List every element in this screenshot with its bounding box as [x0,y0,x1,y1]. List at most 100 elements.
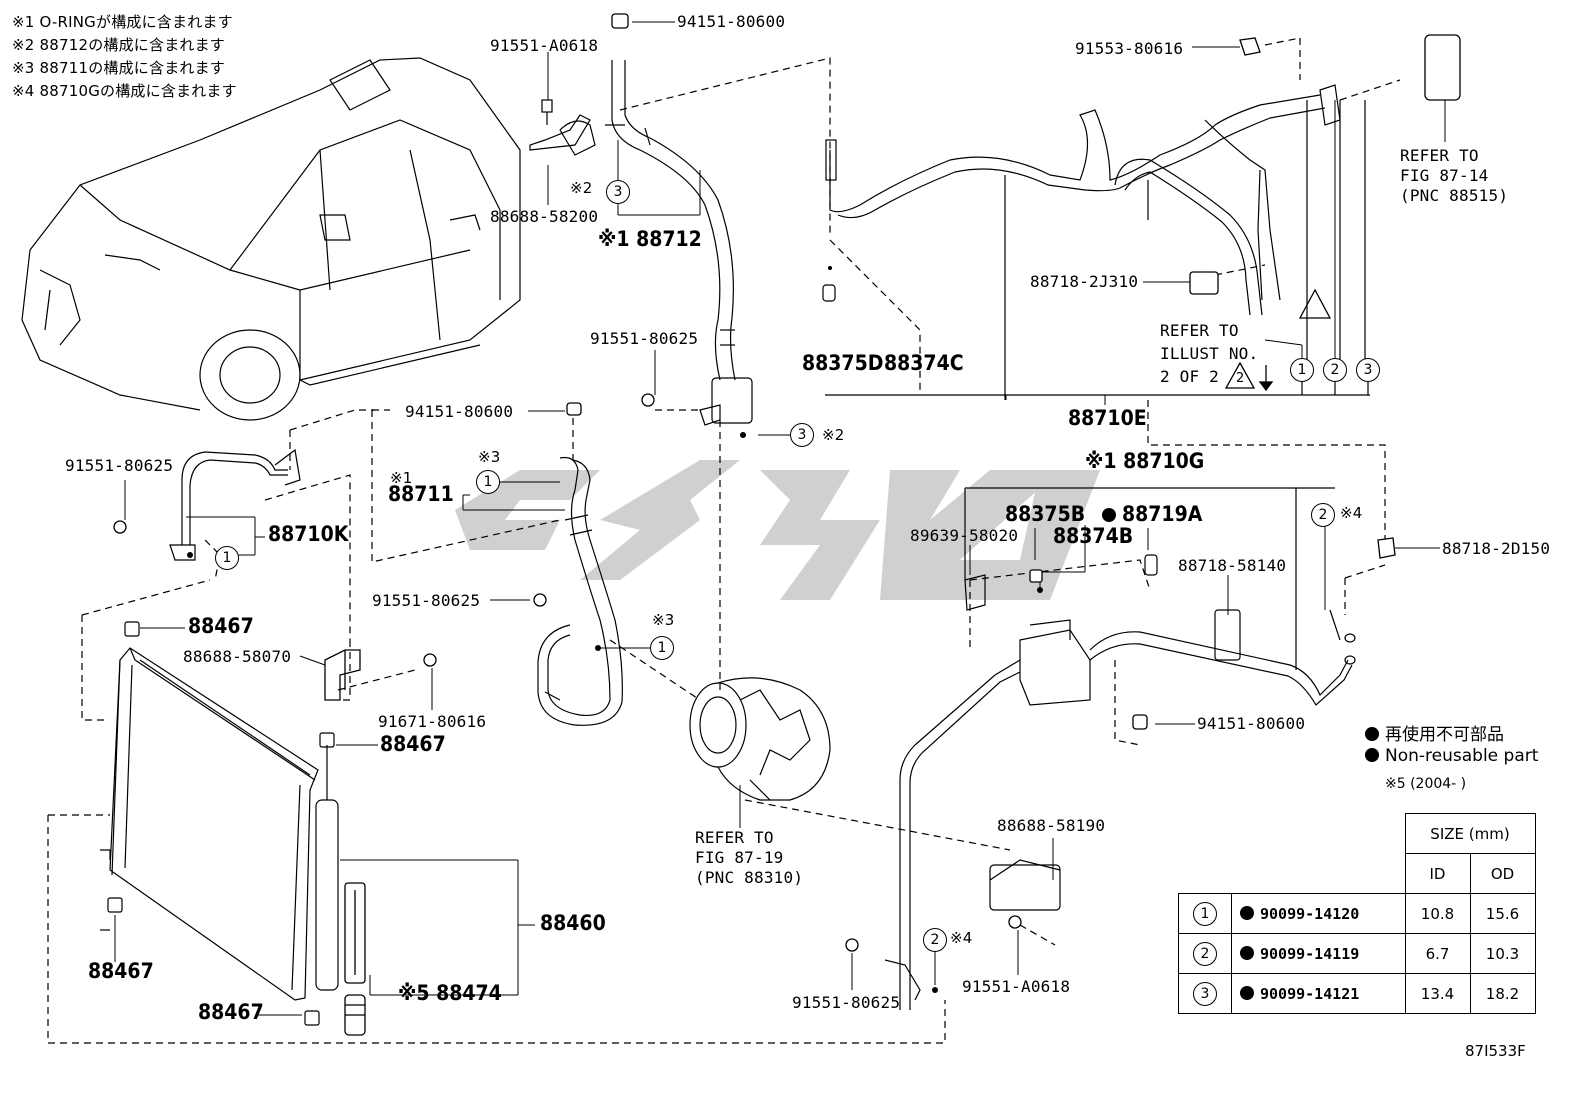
part-number: 90099-14119 [1260,944,1360,963]
part-label-91551-80625[interactable]: 91551-80625 [590,329,699,348]
o-ring-callout-1[interactable]: 1 [650,636,674,660]
o-ring-callout-1[interactable]: 1 [1290,358,1314,382]
part-label-94151-80600[interactable]: 94151-80600 [677,12,786,31]
part-label-91551-a0618[interactable]: 91551-A0618 [962,977,1071,996]
pipe-88710E [822,84,1370,400]
ref-cell: 2 [1178,933,1232,974]
hose-88712 [605,60,753,426]
part-label-88474[interactable]: ※5 88474 [398,981,502,1005]
refer-line: (PNC 88310) [695,868,804,887]
part-label-88710g[interactable]: ※1 88710G [1085,449,1205,473]
od-cell: 18.2 [1469,973,1536,1014]
part-label-88375b[interactable]: 88375B [1005,502,1086,526]
o-ring-callout-2[interactable]: 2 [923,928,947,952]
part-label-88467[interactable]: 88467 [188,614,254,638]
id-header: ID [1404,853,1471,894]
part-label-91671-80616[interactable]: 91671-80616 [378,712,487,731]
pipe-88710K [169,448,301,561]
ref-cell: 3 [1178,973,1232,1014]
part-label-91551-80625[interactable]: 91551-80625 [65,456,174,475]
part-label-88467[interactable]: 88467 [198,1000,264,1024]
part-label-88688-58200[interactable]: 88688-58200 [490,207,599,226]
watermark [455,460,1100,600]
part-label-88374c[interactable]: 88374C [884,351,964,375]
o-ring-callout-2[interactable]: 2 [1323,358,1347,382]
note-mark-4b: ※4 [950,929,973,947]
note-4: ※4 88710Gの構成に含まれます [12,82,237,100]
refer-illust-2[interactable]: REFER TO ILLUST NO. 2 OF 2 [1160,319,1258,388]
part-number: 88719A [1122,502,1203,526]
note-mark-2a: ※2 [570,179,593,197]
note-mark-4a: ※4 [1340,504,1363,522]
legend-text: 再使用不可部品 [1385,725,1504,745]
id-cell: 6.7 [1404,933,1471,974]
part-number: 90099-14121 [1260,984,1360,1003]
part-label-91553-80616[interactable]: 91553-80616 [1075,39,1184,58]
refer-line: (PNC 88515) [1400,186,1509,205]
part-label-88374b[interactable]: 88374B [1053,524,1134,548]
o-ring-size-table: SIZE (mm) ID OD 1 90099-14120 10.8 15.6 … [1178,813,1536,1014]
table-row: 3 90099-14121 13.4 18.2 [1178,973,1536,1014]
o-ring-callout-1: 1 [1193,901,1217,926]
part-cell[interactable]: 90099-14119 [1231,933,1406,974]
part-label-88688-58070[interactable]: 88688-58070 [183,647,292,666]
part-label-88460[interactable]: 88460 [540,911,606,935]
refer-line: FIG 87-14 [1400,166,1489,185]
o-ring-callout-3: 3 [1193,981,1217,1006]
part-label-91551-a0618[interactable]: 91551-A0618 [490,36,599,55]
part-label-89639-58020[interactable]: 89639-58020 [910,526,1019,545]
part-label-88712[interactable]: ※1 88712 [598,227,702,251]
o-ring-callout-3[interactable]: 3 [790,423,814,447]
refer-line: REFER TO [1160,321,1239,340]
part-label-88467[interactable]: 88467 [380,732,446,756]
compressor [689,677,831,801]
o-ring-callout-3[interactable]: 3 [606,180,630,204]
id-cell: 13.4 [1404,973,1471,1014]
part-cell[interactable]: 90099-14121 [1231,973,1406,1014]
part-label-88718-2j310[interactable]: 88718-2J310 [1030,272,1139,291]
legend-non-reusable-ja: 再使用不可部品 [1365,720,1504,745]
fasteners [113,13,1461,952]
part-label-91551-80625[interactable]: 91551-80625 [792,993,901,1012]
legend-text: Non-reusable part [1385,746,1539,766]
part-label-88688-58190[interactable]: 88688-58190 [997,816,1106,835]
refer-line: 2 OF 2 [1160,367,1219,386]
illustration-code: 87I533F [1465,1042,1526,1060]
refer-line: REFER TO [1400,146,1479,165]
part-label-88467[interactable]: 88467 [88,959,154,983]
non-reusable-dot-icon [1365,748,1379,762]
o-ring-callout-1[interactable]: 1 [215,546,239,570]
desiccant-88474 [344,882,366,1036]
part-label-94151-80600[interactable]: 94151-80600 [405,402,514,421]
part-label-88710k[interactable]: 88710K [268,522,349,546]
pipe-88710G [884,487,1356,1010]
note-2: ※2 88712の構成に含まれます [12,36,225,54]
refer-fig-87-14[interactable]: REFER TO FIG 87-14 (PNC 88515) [1400,146,1508,206]
warning-triangles [1224,288,1332,392]
refer-fig-87-19[interactable]: REFER TO FIG 87-19 (PNC 88310) [695,828,803,888]
refer-line: REFER TO [695,828,774,847]
legend-non-reusable-en: Non-reusable part [1365,746,1538,766]
part-label-88719a[interactable]: 88719A [1102,502,1203,526]
o-ring-callout-3[interactable]: 3 [1356,358,1380,382]
part-label-88718-2d150[interactable]: 88718-2D150 [1442,539,1551,558]
non-reusable-dot-icon [1240,985,1254,1000]
part-label-88711[interactable]: 88711 [388,482,454,506]
hose-88711 [537,456,623,726]
note-3: ※3 88711の構成に含まれます [12,59,225,77]
o-ring-callout-2[interactable]: 2 [1311,503,1335,527]
note-mark-2b: ※2 [822,426,845,444]
non-reusable-dot-icon [1102,508,1116,522]
bracket-88688-58070 [324,649,361,701]
part-label-94151-80600[interactable]: 94151-80600 [1197,714,1306,733]
part-cell[interactable]: 90099-14120 [1231,893,1406,934]
part-label-88375d[interactable]: 88375D [802,351,884,375]
part-label-91551-80625[interactable]: 91551-80625 [372,591,481,610]
part-label-88710e[interactable]: 88710E [1068,406,1147,430]
part-label-88718-58140[interactable]: 88718-58140 [1178,556,1287,575]
note-mark-1-88711: ※1 [390,469,413,487]
o-ring-callout-1[interactable]: 1 [476,470,500,494]
non-reusable-dot-icon [1240,945,1254,960]
refer-line: ILLUST NO. [1160,344,1259,363]
